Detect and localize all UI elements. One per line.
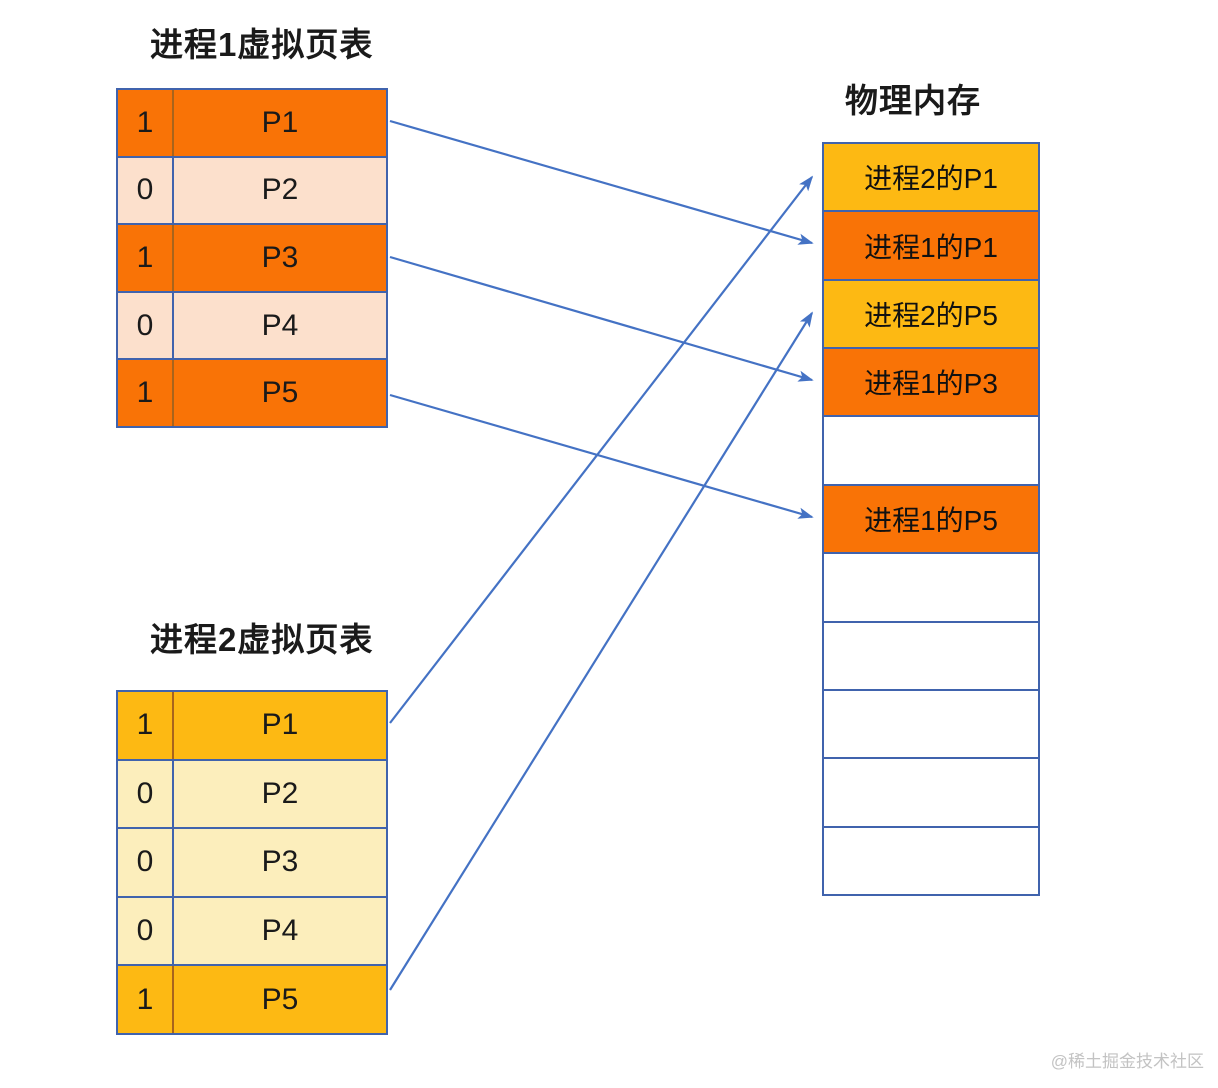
memory-frame-free[interactable] xyxy=(824,417,1038,486)
page-valid-flag: 0 xyxy=(118,157,174,224)
page-valid-flag: 1 xyxy=(118,692,174,759)
page-table-1-title: 进程1虚拟页表 xyxy=(150,26,374,63)
page-table-row[interactable]: 0 P4 xyxy=(118,897,386,967)
page-table-row[interactable]: 0 P3 xyxy=(118,829,386,898)
arrow-p5-proc1-to-mem xyxy=(389,393,814,519)
page-table-row[interactable]: 0 P2 xyxy=(118,760,386,830)
memory-frame-free[interactable] xyxy=(824,622,1038,691)
page-valid-flag: 0 xyxy=(118,292,174,359)
page-valid-flag: 1 xyxy=(118,225,174,291)
page-name-label: P3 xyxy=(261,845,299,879)
memory-frame-used[interactable]: 进程1的P5 xyxy=(824,485,1038,555)
page-valid-flag: 1 xyxy=(118,90,174,156)
page-name-label: P5 xyxy=(261,982,299,1016)
page-valid-flag: 0 xyxy=(118,829,174,896)
arrow-p1-proc2-to-mem xyxy=(389,175,814,724)
memory-frame-free[interactable] xyxy=(824,759,1038,828)
page-table-2-title: 进程2虚拟页表 xyxy=(150,621,374,658)
page-name-label: P2 xyxy=(261,173,299,207)
memory-frame-free[interactable] xyxy=(824,690,1038,760)
page-name-label: P4 xyxy=(261,308,299,342)
arrow-p1-proc1-to-mem xyxy=(389,119,814,245)
memory-frame-used[interactable]: 进程2的P5 xyxy=(824,280,1038,350)
page-name-label: P5 xyxy=(261,376,299,410)
page-table-row[interactable]: 0 P4 xyxy=(118,292,386,361)
page-name-label: P4 xyxy=(261,914,299,948)
page-name-label: P1 xyxy=(261,708,299,742)
page-table-row[interactable]: 1 P1 xyxy=(118,90,386,158)
memory-frame-used[interactable]: 进程1的P3 xyxy=(824,349,1038,418)
arrow-p3-proc1-to-mem xyxy=(389,255,814,382)
page-table-row[interactable]: 1 P5 xyxy=(118,966,386,1033)
memory-frame-used[interactable]: 进程1的P1 xyxy=(824,212,1038,281)
page-valid-flag: 0 xyxy=(118,897,174,965)
memory-frame-free[interactable] xyxy=(824,554,1038,623)
page-name-label: P1 xyxy=(261,105,299,139)
page-table-row[interactable]: 0 P2 xyxy=(118,157,386,226)
memory-frame-free[interactable] xyxy=(824,827,1038,894)
memory-frame-used[interactable]: 进程2的P1 xyxy=(824,144,1038,213)
arrow-p5-proc2-to-mem xyxy=(389,311,813,991)
page-valid-flag: 0 xyxy=(118,760,174,828)
watermark: @稀土掘金技术社区 xyxy=(1050,1052,1204,1071)
page-name-label: P2 xyxy=(261,776,299,810)
page-name-label: P3 xyxy=(261,240,299,274)
page-valid-flag: 1 xyxy=(118,966,174,1033)
page-table-row[interactable]: 1 P1 xyxy=(118,692,386,761)
page-valid-flag: 1 xyxy=(118,360,174,426)
page-table-row[interactable]: 1 P5 xyxy=(118,360,386,426)
physical-memory-title: 物理内存 xyxy=(845,82,981,119)
page-table-row[interactable]: 1 P3 xyxy=(118,225,386,293)
